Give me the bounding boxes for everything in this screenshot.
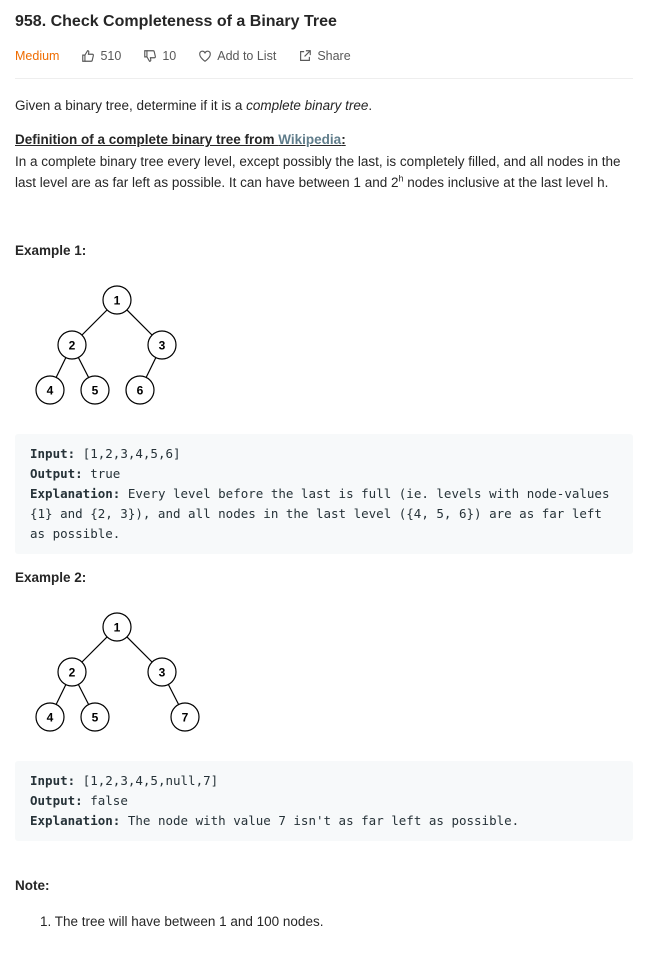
share-icon bbox=[300, 50, 312, 61]
svg-text:4: 4 bbox=[47, 384, 54, 398]
svg-text:3: 3 bbox=[159, 339, 166, 353]
svg-text:7: 7 bbox=[182, 711, 189, 725]
output-label: Output: bbox=[30, 466, 83, 481]
tree-node: 2 bbox=[57, 330, 87, 360]
output-value: false bbox=[90, 793, 128, 808]
svg-text:2: 2 bbox=[69, 666, 76, 680]
note-item: 1. The tree will have between 1 and 100 … bbox=[40, 911, 323, 932]
definition-heading: Definition of a complete binary tree fro… bbox=[15, 129, 346, 150]
header-divider bbox=[15, 78, 633, 79]
explanation-label: Explanation: bbox=[30, 813, 121, 828]
example-1-heading: Example 1: bbox=[15, 243, 87, 258]
svg-text:2: 2 bbox=[69, 339, 76, 353]
explanation-label: Explanation: bbox=[30, 486, 121, 501]
intro-emphasis: complete binary tree bbox=[246, 98, 369, 113]
definition-text-end: nodes inclusive at the last level h. bbox=[403, 175, 609, 190]
dislike-count: 10 bbox=[162, 49, 177, 63]
share-label: Share bbox=[317, 49, 351, 63]
tree-node: 1 bbox=[102, 285, 132, 315]
svg-text:5: 5 bbox=[92, 711, 99, 725]
difficulty-badge: Medium bbox=[15, 49, 60, 63]
svg-text:1: 1 bbox=[114, 621, 121, 635]
definition-heading-colon: : bbox=[341, 132, 346, 147]
tree-node: 3 bbox=[147, 657, 177, 687]
share-button[interactable]: Share bbox=[298, 49, 351, 63]
tree-node: 7 bbox=[170, 702, 200, 732]
tree-node: 5 bbox=[80, 375, 110, 405]
example-2-tree-diagram: 1 2 3 4 5 7 bbox=[35, 612, 200, 732]
definition-heading-text: Definition of a complete binary tree fro… bbox=[15, 132, 279, 147]
note-heading: Note: bbox=[15, 878, 50, 893]
wikipedia-link[interactable]: Wikipedia bbox=[278, 132, 342, 147]
tree-node: 1 bbox=[102, 612, 132, 642]
svg-text:1: 1 bbox=[114, 294, 121, 308]
definition-superscript: h bbox=[398, 173, 404, 184]
note-text: The tree will have between 1 and 100 nod… bbox=[54, 914, 324, 929]
problem-title: 958. Check Completeness of a Binary Tree bbox=[15, 13, 337, 30]
explanation-text: The node with value 7 isn't as far left … bbox=[127, 813, 520, 828]
input-label: Input: bbox=[30, 446, 76, 461]
example-2-heading: Example 2: bbox=[15, 570, 87, 585]
add-to-list-button[interactable]: Add to List bbox=[198, 49, 276, 63]
like-button[interactable]: 510 bbox=[81, 49, 121, 63]
note-number: 1. bbox=[40, 914, 55, 929]
problem-meta-bar: Medium 510 10 Add to List Share bbox=[15, 47, 373, 65]
tree-node: 6 bbox=[125, 375, 155, 405]
input-label: Input: bbox=[30, 773, 76, 788]
example-2-code-block: Input: [1,2,3,4,5,null,7] Output: false … bbox=[15, 761, 633, 841]
svg-text:3: 3 bbox=[159, 666, 166, 680]
example-1-code-block: Input: [1,2,3,4,5,6] Output: true Explan… bbox=[15, 434, 633, 554]
input-value: [1,2,3,4,5,6] bbox=[82, 446, 181, 461]
example-1-tree-diagram: 1 2 3 4 5 6 bbox=[35, 285, 177, 405]
tree-node: 4 bbox=[35, 375, 65, 405]
explanation-text: Every level before the last is full (ie.… bbox=[30, 486, 618, 541]
tree-node: 5 bbox=[80, 702, 110, 732]
output-label: Output: bbox=[30, 793, 83, 808]
like-count: 510 bbox=[100, 49, 122, 63]
definition-text: In a complete binary tree every level, e… bbox=[15, 154, 621, 190]
problem-intro: Given a binary tree, determine if it is … bbox=[15, 95, 372, 116]
note-list: 1. The tree will have between 1 and 100 … bbox=[40, 911, 323, 932]
dislike-button[interactable]: 10 bbox=[143, 49, 176, 63]
definition-body: In a complete binary tree every level, e… bbox=[15, 151, 635, 193]
heart-icon bbox=[199, 50, 212, 62]
output-value: true bbox=[90, 466, 121, 481]
tree-node: 4 bbox=[35, 702, 65, 732]
svg-text:6: 6 bbox=[137, 384, 144, 398]
add-to-list-label: Add to List bbox=[217, 49, 277, 63]
tree-node: 2 bbox=[57, 657, 87, 687]
tree-node: 3 bbox=[147, 330, 177, 360]
input-value: [1,2,3,4,5,null,7] bbox=[82, 773, 219, 788]
svg-text:4: 4 bbox=[47, 711, 54, 725]
thumbs-down-icon bbox=[144, 50, 157, 62]
thumbs-up-icon bbox=[82, 50, 95, 62]
intro-text: Given a binary tree, determine if it is … bbox=[15, 98, 247, 113]
intro-end: . bbox=[368, 98, 373, 113]
svg-text:5: 5 bbox=[92, 384, 99, 398]
